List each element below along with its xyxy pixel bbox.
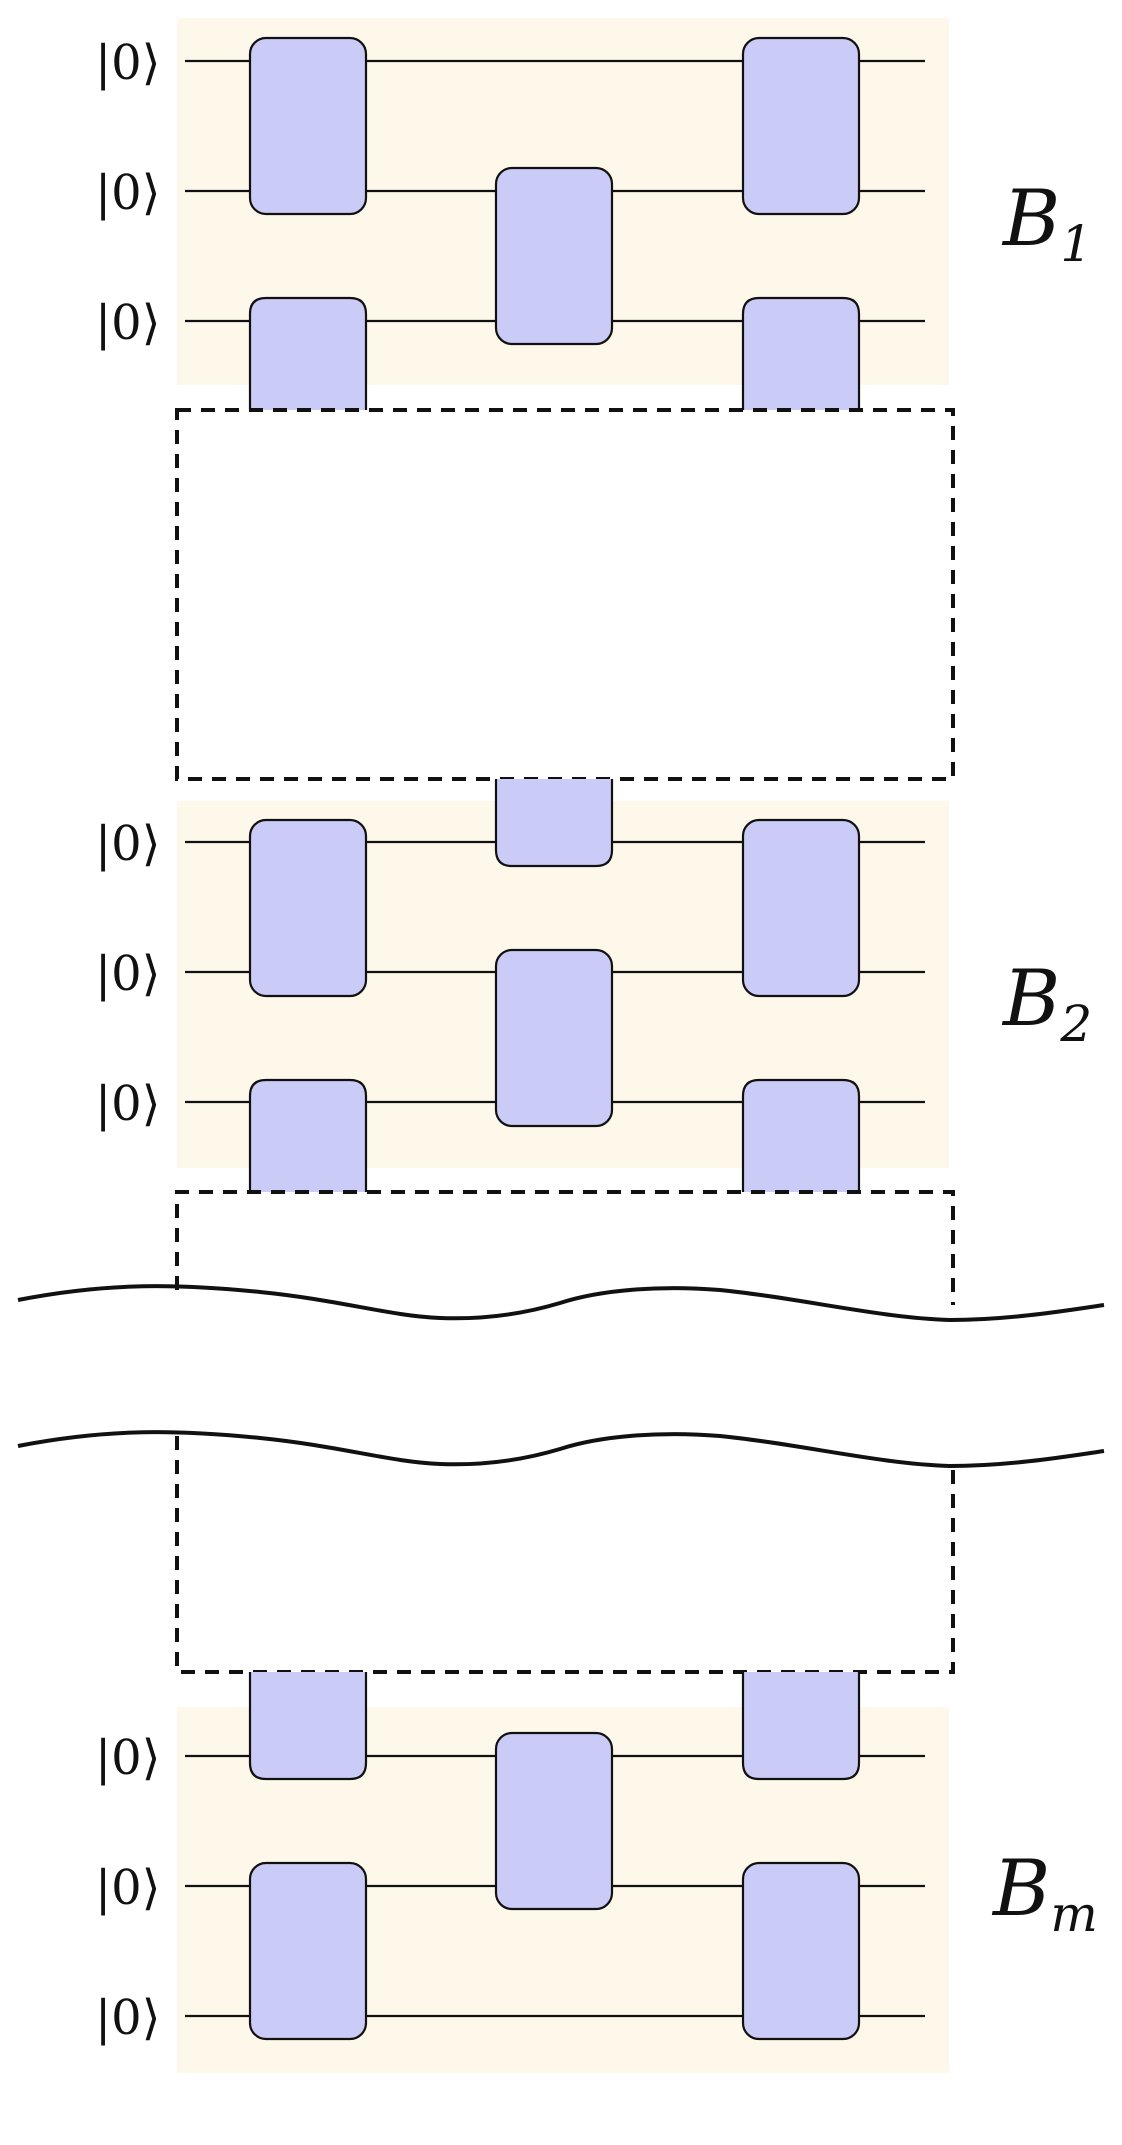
block-label-1: B1 — [1001, 174, 1092, 273]
ket-label-b2-q1: |0⟩ — [95, 816, 160, 872]
ket-label-b1-q3: |0⟩ — [95, 295, 160, 351]
dashed-box-2-top — [175, 1190, 955, 1305]
gate-bm-top-a-partial — [248, 1672, 368, 1781]
gate-b2-a — [248, 818, 368, 998]
gate-b2-c — [494, 948, 614, 1128]
gate-b1-d-partial — [248, 296, 368, 410]
gate-b1-a — [248, 36, 368, 216]
gate-b2-d-partial — [248, 1078, 368, 1192]
break-line-top — [17, 1284, 1105, 1323]
ket-label-b2-q2: |0⟩ — [95, 946, 160, 1002]
gate-b2-top-partial — [494, 779, 614, 868]
gate-b1-c — [494, 166, 614, 346]
ket-label-bm-q2: |0⟩ — [95, 1860, 160, 1916]
block-label-2: B2 — [1001, 954, 1092, 1053]
break-line-bottom — [17, 1430, 1105, 1469]
ket-label-b1-q2: |0⟩ — [95, 165, 160, 221]
ket-label-bm-q1: |0⟩ — [95, 1730, 160, 1786]
gate-b1-b — [741, 36, 861, 216]
ket-label-bm-q3: |0⟩ — [95, 1990, 160, 2046]
ket-label-b2-q3: |0⟩ — [95, 1076, 160, 1132]
dashed-box-2-bottom — [175, 1436, 955, 1674]
gate-bm-top-b-partial — [741, 1672, 861, 1781]
block-label-m: Bm — [991, 1844, 1098, 1943]
gate-bm-a — [248, 1861, 368, 2041]
ket-label-b1-q1: |0⟩ — [95, 35, 160, 91]
block-2: |0⟩ |0⟩ |0⟩ B2 — [95, 779, 1092, 1192]
block-m: |0⟩ |0⟩ |0⟩ Bm — [95, 1672, 1098, 2073]
block-1: |0⟩ |0⟩ |0⟩ B1 — [95, 18, 1092, 410]
dashed-box-1 — [175, 408, 955, 781]
gate-bm-b — [741, 1861, 861, 2041]
gate-bm-c — [494, 1731, 614, 1911]
gate-b2-b — [741, 818, 861, 998]
gate-b1-e-partial — [741, 296, 861, 410]
gate-b2-e-partial — [741, 1078, 861, 1192]
